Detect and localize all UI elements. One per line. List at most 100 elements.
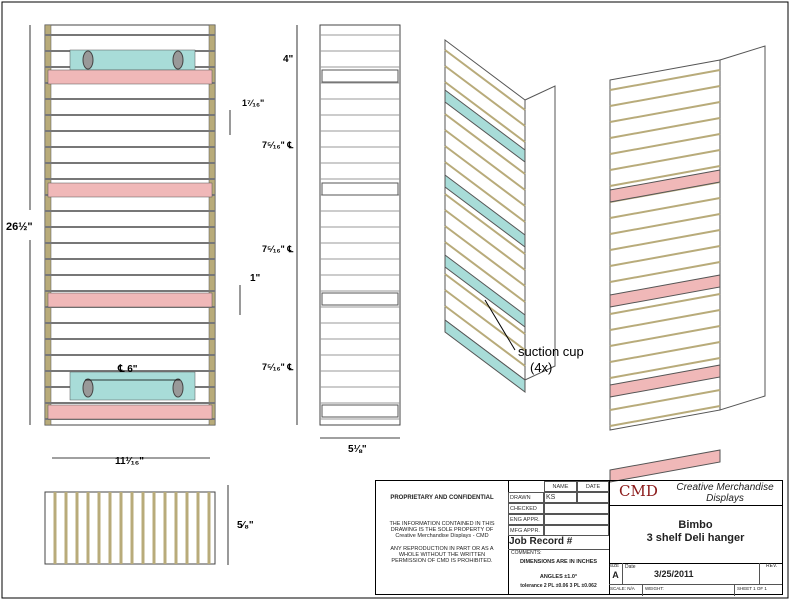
cmd-logo: CMD [619, 482, 658, 500]
rev-cell: REV. [759, 563, 782, 584]
iso-shelf [609, 169, 721, 203]
side-shelf [321, 182, 399, 196]
iso-rail [609, 293, 721, 315]
row-checked-fields [544, 503, 609, 514]
row-mfg-fields [544, 525, 609, 536]
top-frame [44, 491, 216, 565]
iso-rail [444, 113, 526, 175]
isometric-view-front [609, 45, 766, 483]
comments-label: COMMENTS: [511, 550, 542, 556]
shelf-lip [47, 182, 213, 198]
dim-lip-height: 1" [250, 273, 261, 284]
title-panel: CMD Creative Merchandise Displays Bimbo … [609, 481, 782, 596]
iso-rail [609, 325, 721, 347]
dim-suction-spacing: ℄ 6" [117, 364, 138, 375]
drawing-title-2: 3 shelf Deli hanger [646, 532, 745, 544]
callout-suction-cup: suction cup [518, 344, 584, 359]
iso-rail [609, 245, 721, 267]
suction-cup [82, 50, 94, 70]
iso-rail [444, 193, 526, 255]
col-name: NAME [544, 481, 577, 492]
iso-rail [609, 405, 721, 427]
iso-rail [444, 241, 526, 303]
weight: WEIGHT: [642, 584, 664, 596]
dim-shelf-spacing-1: 7⁵⁄₁₆" ℄ [262, 140, 293, 150]
side-shelf [321, 292, 399, 306]
iso-rail [609, 389, 721, 411]
row-checked-label: CHECKED [508, 503, 544, 514]
side-frame [319, 24, 401, 426]
row-eng-fields [544, 514, 609, 525]
scale: SCALE: N/A [610, 586, 635, 591]
iso-shelf [444, 174, 526, 248]
iso-side [524, 85, 556, 381]
iso-shelf [609, 449, 721, 483]
iso-rail [609, 261, 721, 283]
reproduction-notice: ANY REPRODUCTION IN PART OR AS A WHOLE W… [390, 546, 494, 564]
isometric-view-back [444, 39, 556, 393]
title-block: PROPRIETARY AND CONFIDENTIAL THE INFORMA… [375, 480, 783, 596]
top-view [44, 491, 216, 565]
iso-side [719, 45, 766, 411]
dim-top-view-depth: 5⁄₈" [237, 520, 254, 531]
iso-rail [444, 273, 526, 335]
iso-rail [609, 341, 721, 363]
iso-shelf [444, 319, 526, 393]
row-drawn-name: KS [544, 492, 577, 503]
row-mfg-label: MFG APPR. [508, 525, 544, 536]
iso-rail [609, 149, 721, 171]
confidential-panel: PROPRIETARY AND CONFIDENTIAL THE INFORMA… [376, 481, 509, 594]
iso-rail [444, 129, 526, 191]
side-view [319, 24, 401, 426]
iso-rail [609, 69, 721, 91]
callout-count: (4x) [530, 360, 552, 375]
iso-rail [609, 133, 721, 155]
date-label: Date [625, 564, 636, 570]
angles-note: ANGLES ±1.0° [539, 574, 578, 580]
dim-width: 11¹⁄₁₆" [115, 456, 144, 467]
suction-cup [172, 50, 184, 70]
iso-rail [444, 145, 526, 207]
dimension-lines [29, 25, 400, 565]
iso-rail [609, 197, 721, 219]
shelf-lip [47, 404, 213, 420]
tolerance-note: tolerance 2 PL ±0.06 3 PL ±0.062 [520, 583, 597, 589]
approval-panel: NAME DATE DRAWN KS CHECKED ENG APPR. MFG… [508, 481, 610, 594]
iso-rail [444, 209, 526, 271]
row-drawn-date [577, 492, 609, 503]
upright [208, 24, 216, 426]
dim-shelf-spacing-2: 7⁵⁄₁₆" ℄ [262, 244, 293, 254]
iso-rail [609, 357, 721, 379]
dim-top-gap: 4" [283, 54, 294, 65]
dimensions-note: DIMENSIONS ARE IN INCHES [519, 559, 598, 565]
iso-rail [444, 65, 526, 127]
iso-rail [444, 289, 526, 351]
iso-rail [609, 229, 721, 251]
dim-overall-height: 26½" [6, 221, 33, 233]
iso-rail [609, 85, 721, 107]
iso-rail [444, 305, 526, 367]
shelf-lip [47, 69, 213, 85]
suction-cup [82, 378, 94, 398]
iso-rail [444, 81, 526, 143]
iso-rail [444, 49, 526, 111]
size-value: A [612, 570, 619, 580]
suction-cup [172, 378, 184, 398]
sheet-number: SHEET 1 OF 1 [734, 584, 767, 596]
dim-shelf-spacing-3: 7⁵⁄₁₆" ℄ [262, 362, 293, 372]
drawing-title-1: Bimbo [678, 519, 713, 531]
upright [44, 24, 52, 426]
dim-depth: 5⅛" [348, 444, 367, 455]
iso-shelf [444, 254, 526, 328]
proprietary-heading: PROPRIETARY AND CONFIDENTIAL [390, 495, 494, 501]
date-value: 3/25/2011 [654, 569, 694, 579]
iso-shelf [609, 364, 721, 398]
iso-rail [609, 309, 721, 331]
iso-rail [444, 225, 526, 287]
iso-shelf [609, 274, 721, 308]
front-view [44, 24, 216, 426]
